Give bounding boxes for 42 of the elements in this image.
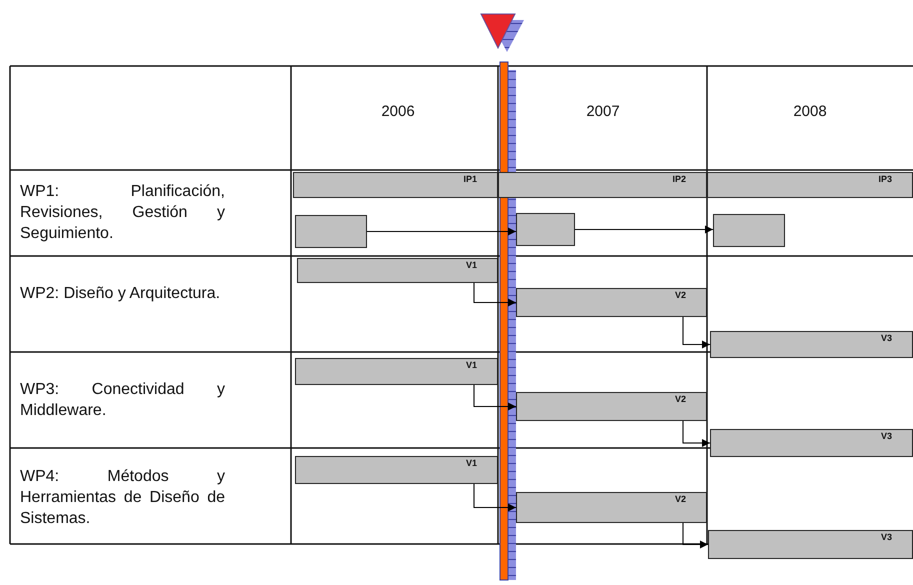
version-label: V2 (674, 290, 686, 300)
task-bar (498, 172, 707, 198)
arrow (474, 282, 516, 306)
year-heading: 2008 (792, 103, 828, 120)
arrow (474, 484, 516, 512)
task-bar (516, 392, 707, 421)
version-label: V1 (466, 458, 477, 468)
version-label: V3 (880, 333, 892, 343)
work-package-name: WP1: Planificación, Revisiones, Gestión y Seguimiento. (20, 182, 225, 244)
task-bar (295, 358, 498, 385)
year-heading: 2007 (585, 103, 621, 120)
task-bar (710, 429, 913, 457)
task-bar (516, 492, 707, 523)
task-bar (295, 215, 367, 248)
task-bar (713, 214, 785, 247)
year-heading: 2006 (380, 103, 416, 120)
arrow (474, 384, 516, 410)
task-bar (707, 172, 913, 198)
version-label: V2 (674, 494, 686, 504)
version-label: IP1 (463, 174, 477, 184)
version-label: V2 (674, 394, 686, 404)
task-bar (297, 258, 498, 283)
task-bar (295, 456, 498, 484)
version-label: V1 (466, 360, 477, 370)
arrow (682, 522, 708, 548)
version-label: V3 (880, 532, 892, 542)
version-label: IP2 (672, 174, 686, 184)
arrow (574, 226, 714, 234)
task-bar (293, 172, 498, 198)
task-bar (516, 213, 575, 246)
version-label: IP3 (878, 174, 892, 184)
arrow (366, 228, 516, 236)
task-bar (708, 530, 913, 559)
version-label: V3 (880, 431, 892, 441)
version-label: V1 (466, 260, 477, 270)
task-bar (516, 288, 707, 317)
arrow (682, 420, 710, 447)
work-package-name: WP4: Métodos y Herramientas de Diseño de Sistemas. (20, 467, 225, 529)
task-bar (710, 331, 913, 358)
work-package-name: WP3: Conectividad y Middleware. (20, 380, 225, 421)
work-package-name: WP2: Diseño y Arquitectura. (20, 284, 222, 304)
arrow (682, 316, 710, 348)
